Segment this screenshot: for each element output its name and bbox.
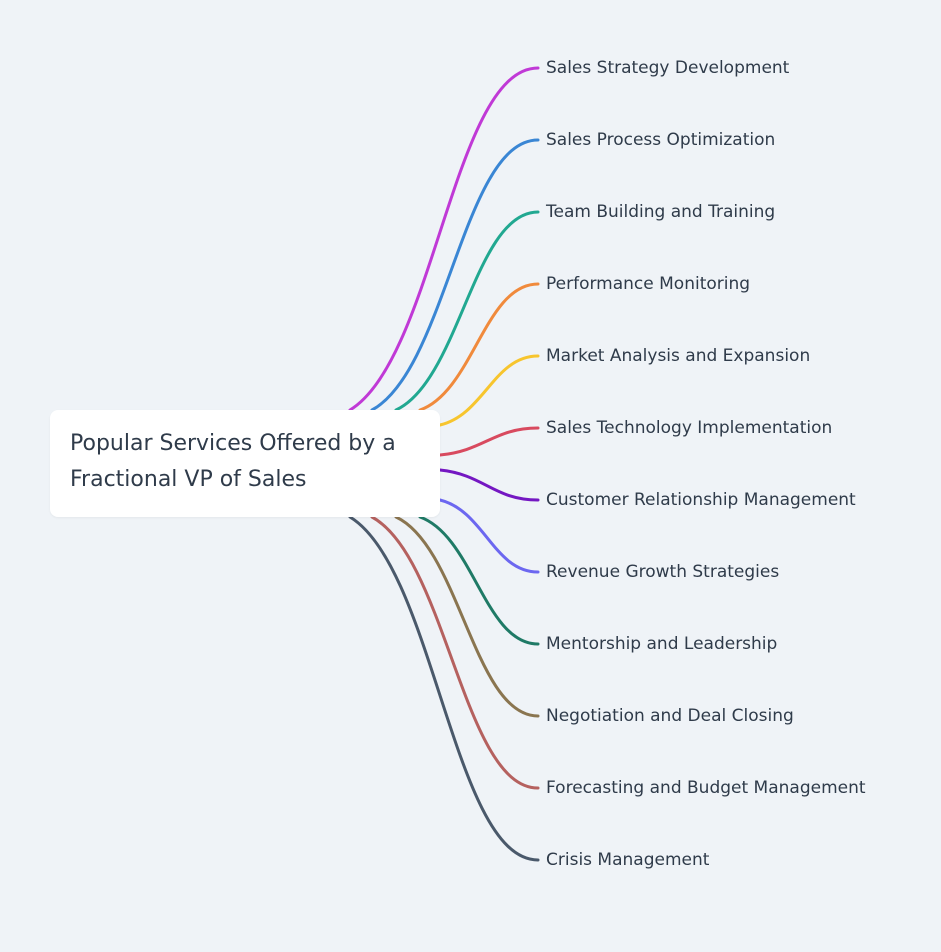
branch-line: [394, 515, 540, 718]
branch-line: [348, 66, 540, 412]
branch-line: [438, 354, 540, 427]
branch-label[interactable]: Forecasting and Budget Management: [546, 778, 866, 798]
branch-label[interactable]: Customer Relationship Management: [546, 490, 856, 510]
branch-label[interactable]: Sales Technology Implementation: [546, 418, 833, 438]
branch-line: [370, 138, 540, 412]
branch-label[interactable]: Negotiation and Deal Closing: [546, 706, 794, 726]
branch-label[interactable]: Market Analysis and Expansion: [546, 346, 811, 366]
branch-label[interactable]: Performance Monitoring: [546, 274, 751, 294]
branch-line: [394, 210, 540, 412]
branch-line: [370, 515, 540, 790]
branch-line: [418, 282, 540, 412]
branch-line: [418, 515, 540, 646]
branch-label[interactable]: Crisis Management: [546, 850, 710, 870]
branch-line: [438, 498, 540, 574]
branch-label[interactable]: Sales Strategy Development: [546, 58, 790, 78]
branch-label[interactable]: Sales Process Optimization: [546, 130, 776, 150]
branch-label[interactable]: Team Building and Training: [546, 202, 776, 222]
branch-label[interactable]: Revenue Growth Strategies: [546, 562, 780, 582]
root-title: Popular Services Offered by a Fractional…: [70, 431, 396, 492]
root-node[interactable]: Popular Services Offered by a Fractional…: [50, 410, 440, 517]
branch-line: [438, 468, 540, 502]
branch-label[interactable]: Mentorship and Leadership: [546, 634, 778, 654]
branch-line: [438, 426, 540, 457]
branch-line: [348, 515, 540, 862]
